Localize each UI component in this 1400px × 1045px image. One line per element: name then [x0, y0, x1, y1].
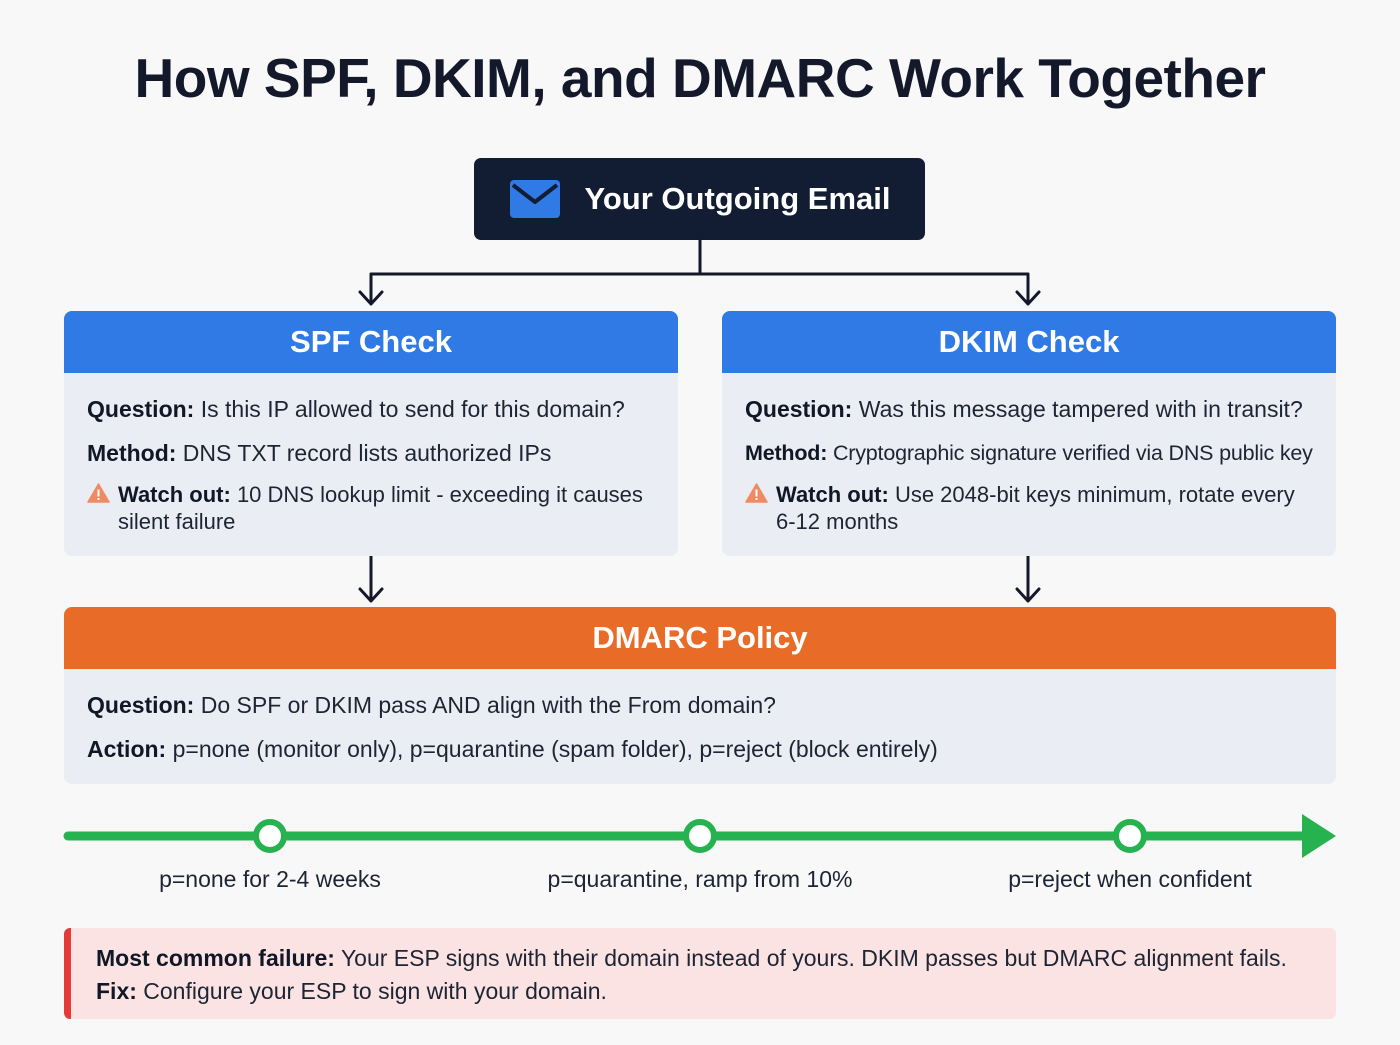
timeline-node-3	[1113, 819, 1147, 853]
timeline-step-1-label: p=none for 2-4 weeks	[159, 866, 381, 892]
dkim-warning: Watch out: Use 2048-bit keys minimum, ro…	[745, 481, 1314, 535]
warning-icon	[87, 483, 110, 503]
spf-check-card: SPF Check Question: Is this IP allowed t…	[64, 311, 678, 556]
fix-line: Fix: Configure your ESP to sign with you…	[96, 978, 607, 1004]
timeline-arrowhead	[1302, 814, 1336, 858]
spf-question: Question: Is this IP allowed to send for…	[87, 396, 625, 422]
spf-method: Method: DNS TXT record lists authorized …	[87, 440, 552, 466]
dmarc-policy-card: DMARC Policy Question: Do SPF or DKIM pa…	[64, 607, 1336, 784]
arrow-to-spf	[358, 272, 384, 306]
timeline-node-1	[253, 819, 287, 853]
timeline-step-2-label: p=quarantine, ramp from 10%	[547, 866, 853, 892]
dkim-check-title: DKIM Check	[722, 311, 1336, 373]
spf-warning: Watch out: 10 DNS lookup limit - exceedi…	[87, 481, 656, 535]
dmarc-policy-title: DMARC Policy	[64, 607, 1336, 669]
failure-line: Most common failure: Your ESP signs with…	[96, 945, 1287, 971]
warning-icon	[745, 483, 768, 503]
dmarc-question: Question: Do SPF or DKIM pass AND align …	[87, 692, 776, 718]
timeline-step-3-label: p=reject when confident	[1008, 866, 1252, 892]
dkim-method: Method: Cryptographic signature verified…	[745, 441, 1313, 465]
outgoing-email-label: Your Outgoing Email	[584, 181, 891, 216]
spf-check-title: SPF Check	[64, 311, 678, 373]
outgoing-email-box: Your Outgoing Email	[474, 158, 925, 240]
dmarc-action: Action: p=none (monitor only), p=quarant…	[87, 736, 938, 762]
dkim-question: Question: Was this message tampered with…	[745, 396, 1303, 422]
arrow-to-dkim	[1015, 272, 1041, 306]
arrow-dkim-to-dmarc	[1015, 554, 1041, 603]
envelope-icon	[509, 180, 560, 218]
timeline-node-2	[683, 819, 717, 853]
common-failure-callout: Most common failure: Your ESP signs with…	[64, 928, 1336, 1019]
page-title: How SPF, DKIM, and DMARC Work Together	[134, 47, 1266, 109]
dkim-check-card: DKIM Check Question: Was this message ta…	[722, 311, 1336, 556]
arrow-spf-to-dmarc	[358, 554, 384, 603]
